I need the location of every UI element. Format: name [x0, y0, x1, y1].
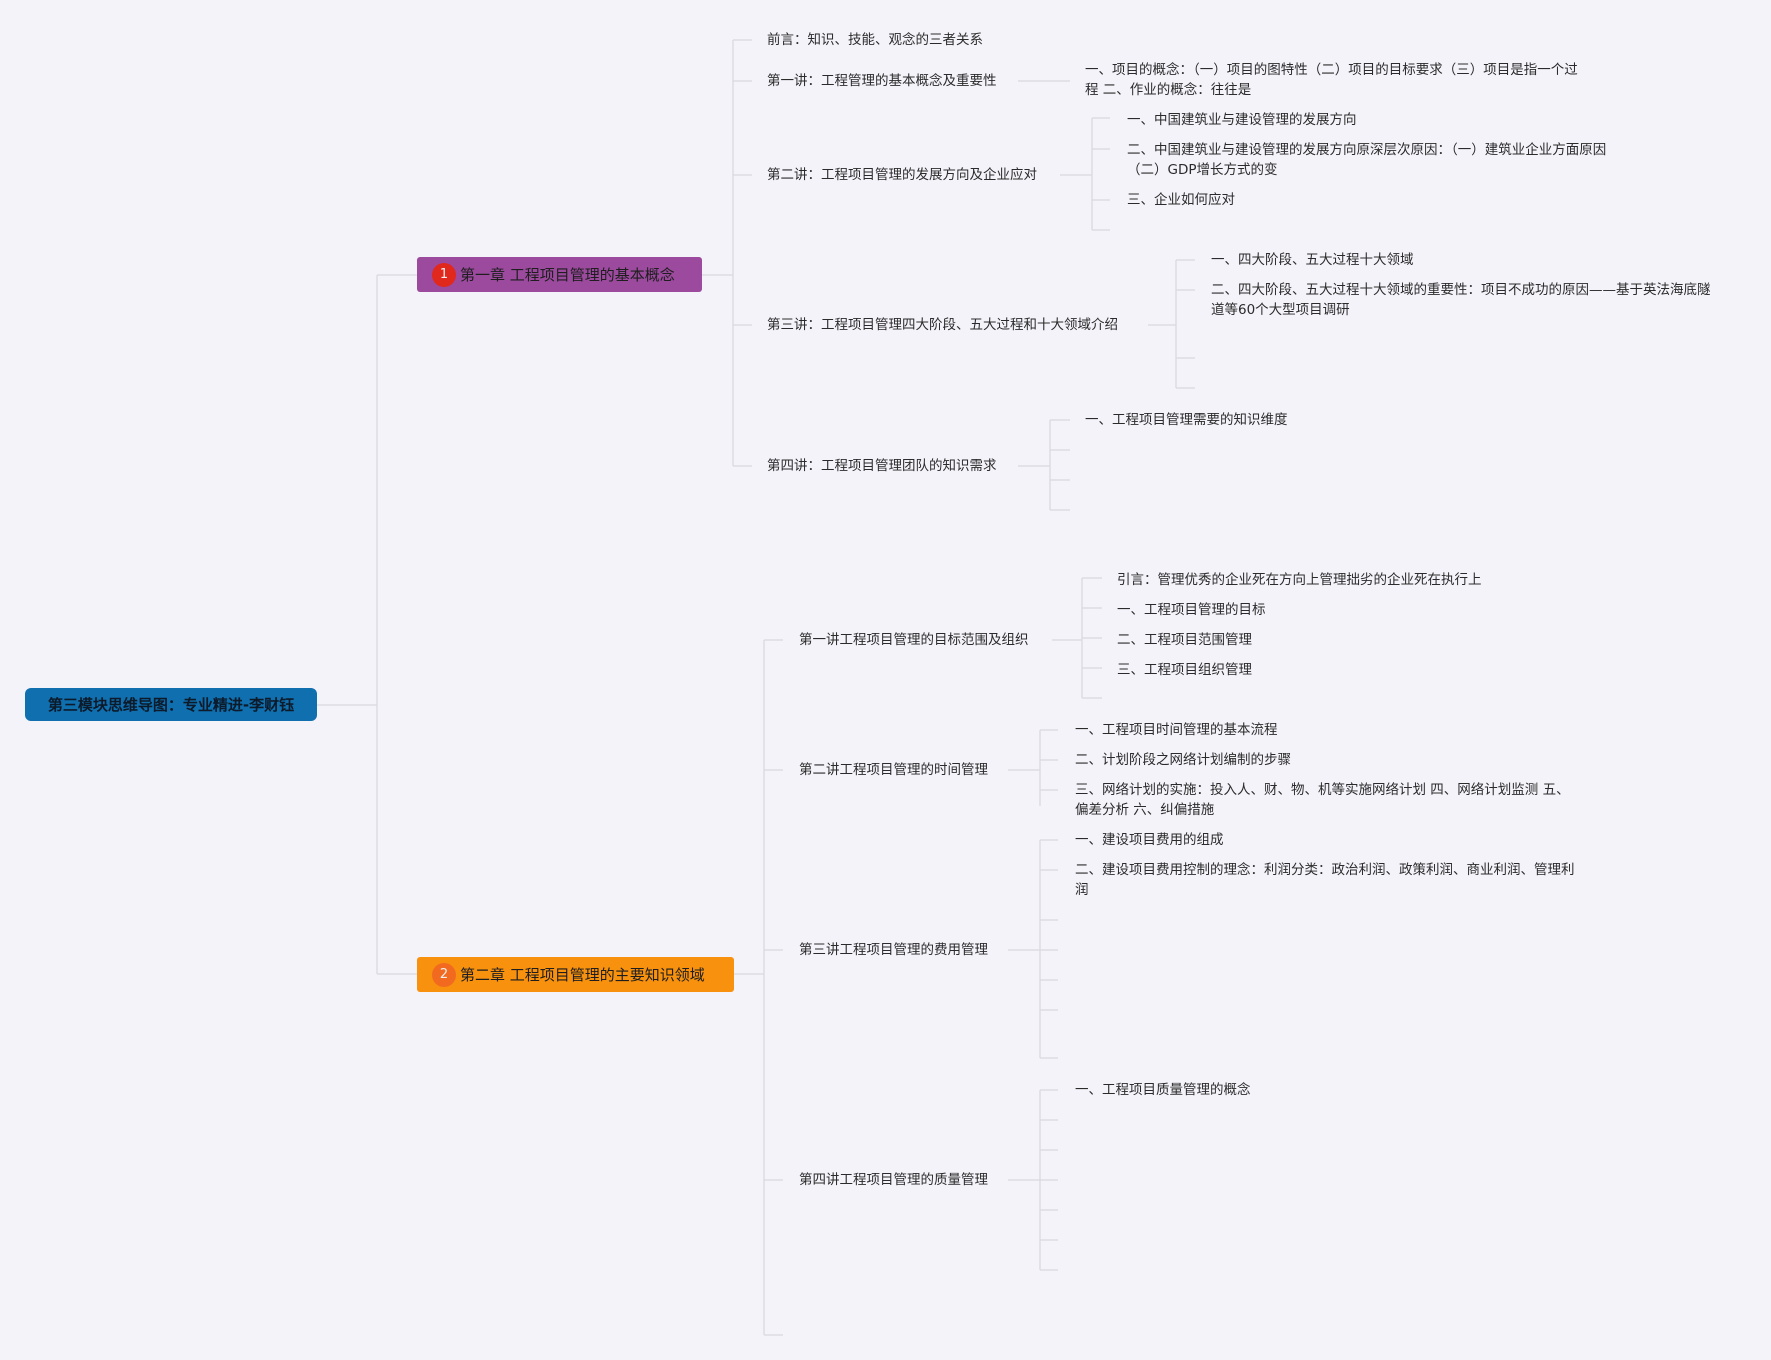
chapter-2-label: 第二章 工程项目管理的主要知识领域 [460, 966, 705, 984]
ch1-lecture-1-item-0[interactable]: 一、项目的概念：（一）项目的图特性（二）项目的目标要求（三）项目是指一个过程 二… [1085, 62, 1578, 98]
ch2-lecture-3[interactable]: 第四讲工程项目管理的质量管理 [799, 1172, 988, 1188]
ch1-lecture-2[interactable]: 第二讲：工程项目管理的发展方向及企业应对 [767, 167, 1037, 183]
ch2-lecture-3-item-0[interactable]: 一、工程项目质量管理的概念 [1075, 1082, 1251, 1098]
chapter-2-topic[interactable]: 2 第二章 工程项目管理的主要知识领域 [417, 957, 734, 992]
ch2-lecture-1-item-2[interactable]: 三、网络计划的实施：投入人、财、物、机等实施网络计划 四、网络计划监测 五、偏差… [1075, 782, 1570, 818]
ch1-lecture-2-item-2[interactable]: 三、企业如何应对 [1127, 192, 1235, 208]
ch2-lecture-0-item-1[interactable]: 一、工程项目管理的目标 [1117, 602, 1266, 618]
ch1-lecture-3-item-0[interactable]: 一、四大阶段、五大过程十大领域 [1211, 252, 1414, 268]
ch1-lecture-3-item-1[interactable]: 二、四大阶段、五大过程十大领域的重要性：项目不成功的原因——基于英法海底隧道等6… [1211, 282, 1711, 318]
ch2-lecture-0-item-0[interactable]: 引言：管理优秀的企业死在方向上管理拙劣的企业死在执行上 [1117, 572, 1482, 588]
root-topic[interactable]: 第三模块思维导图：专业精进-李财钰 [25, 688, 317, 721]
ch1-lecture-4[interactable]: 第四讲：工程项目管理团队的知识需求 [767, 458, 997, 474]
ch2-lecture-1-item-0[interactable]: 一、工程项目时间管理的基本流程 [1075, 722, 1278, 738]
priority-badge-1: 1 [432, 262, 456, 287]
ch1-lecture-3[interactable]: 第三讲：工程项目管理四大阶段、五大过程和十大领域介绍 [767, 317, 1118, 333]
ch1-lecture-0[interactable]: 前言：知识、技能、观念的三者关系 [767, 32, 983, 48]
priority-badge-2: 2 [432, 962, 456, 987]
ch2-lecture-0-item-2[interactable]: 二、工程项目范围管理 [1117, 632, 1252, 648]
chapter-1-topic[interactable]: 1 第一章 工程项目管理的基本概念 [417, 257, 702, 292]
chapter-1-label: 第一章 工程项目管理的基本概念 [460, 266, 675, 284]
ch2-lecture-1-item-1[interactable]: 二、计划阶段之网络计划编制的步骤 [1075, 752, 1291, 768]
ch1-lecture-2-item-1[interactable]: 二、中国建筑业与建设管理的发展方向原深层次原因：（一）建筑业企业方面原因（二）G… [1127, 142, 1607, 178]
ch1-lecture-2-item-0[interactable]: 一、中国建筑业与建设管理的发展方向 [1127, 112, 1357, 128]
root-topic-label: 第三模块思维导图：专业精进-李财钰 [47, 696, 295, 714]
ch2-lecture-2[interactable]: 第三讲工程项目管理的费用管理 [799, 942, 988, 958]
ch1-lecture-1[interactable]: 第一讲：工程管理的基本概念及重要性 [767, 73, 997, 89]
ch1-lecture-4-item-0[interactable]: 一、工程项目管理需要的知识维度 [1085, 412, 1288, 428]
ch2-lecture-0-item-3[interactable]: 三、工程项目组织管理 [1117, 662, 1252, 678]
ch2-lecture-2-item-0[interactable]: 一、建设项目费用的组成 [1075, 832, 1224, 848]
ch2-lecture-0[interactable]: 第一讲工程项目管理的目标范围及组织 [799, 632, 1029, 648]
ch2-lecture-1[interactable]: 第二讲工程项目管理的时间管理 [799, 762, 988, 778]
ch2-lecture-2-item-1[interactable]: 二、建设项目费用控制的理念：利润分类：政治利润、政策利润、商业利润、管理利润 [1075, 862, 1575, 898]
